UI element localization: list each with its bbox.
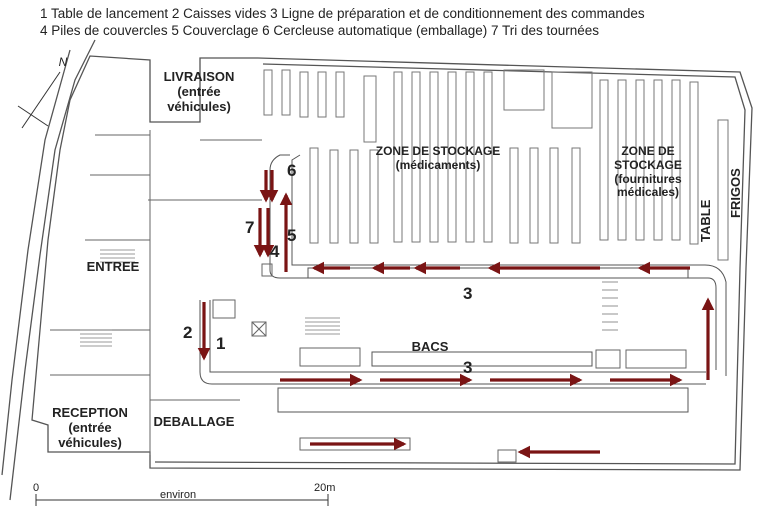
north-arrow <box>17 71 61 129</box>
number-7: 7 <box>245 218 255 237</box>
label-table: TABLE <box>698 199 713 242</box>
zone-stock-2-sub1: (fournitures <box>614 171 682 186</box>
livraison-title: LIVRAISON <box>163 69 235 84</box>
number-3-upper: 3 <box>463 284 473 303</box>
building-outline <box>1 39 753 501</box>
scale-end: 20m <box>314 482 336 494</box>
workstations <box>212 263 687 463</box>
label-reception: RECEPTION (entrée véhicules) <box>40 405 140 451</box>
legend-line-1: 1 Table de lancement 2 Caisses vides 3 L… <box>40 6 645 21</box>
number-4: 4 <box>270 242 280 261</box>
zone-stock-1-title: ZONE DE STOCKAGE <box>375 144 501 158</box>
storage-racks-left <box>263 69 581 244</box>
label-frigos: FRIGOS <box>728 168 743 218</box>
zone-stock-2-sub2: médicales) <box>616 185 680 200</box>
label-entree: ENTREE <box>86 259 140 274</box>
stairs-left <box>80 249 618 347</box>
number-1: 1 <box>216 334 226 353</box>
storage-racks-right <box>503 69 729 261</box>
livraison-sub2: véhicules) <box>167 98 231 114</box>
label-zone-stockage-fournitures: ZONE DE STOCKAGE (fournitures médicales) <box>600 144 696 200</box>
number-5: 5 <box>287 226 297 245</box>
reception-sub1: (entrée <box>68 419 112 435</box>
legend-line-2: 4 Piles de couvercles 5 Couverclage 6 Ce… <box>40 23 600 38</box>
conveyor-lower <box>199 300 706 413</box>
livraison-sub1: (entrée <box>177 83 221 99</box>
zone-stock-2-title-b: STOCKAGE <box>614 157 682 172</box>
label-zone-stockage-medicaments: ZONE DE STOCKAGE (médicaments) <box>358 144 518 173</box>
zone-stock-1-sub: (médicaments) <box>395 157 481 172</box>
scale-caption: environ <box>160 489 197 501</box>
reception-title: RECEPTION <box>52 405 128 420</box>
label-north: N <box>58 55 68 69</box>
label-livraison: LIVRAISON (entrée véhicules) <box>154 69 244 115</box>
reception-sub2: véhicules) <box>58 434 122 450</box>
number-3-lower: 3 <box>463 358 473 377</box>
label-bacs: BACS <box>411 339 449 354</box>
number-2: 2 <box>183 323 193 342</box>
scale-start: 0 <box>33 482 40 494</box>
left-building-walls <box>50 130 262 455</box>
number-6: 6 <box>287 161 297 180</box>
zone-stock-2-title-a: ZONE DE <box>621 144 675 158</box>
scale-bar <box>35 494 329 506</box>
flow-arrows <box>197 170 715 459</box>
label-deballage: DEBALLAGE <box>153 414 235 429</box>
